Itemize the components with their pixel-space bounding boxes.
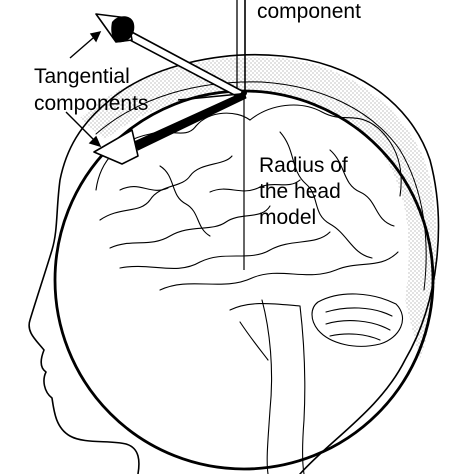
tangential-label-line-2: components [34, 92, 149, 115]
radius-label-line-1: Radius of [259, 154, 348, 177]
head-outline [28, 53, 440, 474]
tangential-arrow-upper [95, 13, 245, 99]
radial-component-label: component [257, 0, 361, 23]
radius-of-head-model-label: Radius of the head model [259, 153, 348, 231]
tangential-arrow-lower [93, 91, 247, 165]
radius-label-line-2: the head [259, 180, 341, 203]
tangential-components-label: Tangential components [34, 63, 148, 117]
brain-folds [95, 104, 403, 474]
dipole-origin [241, 90, 247, 96]
tangential-label-line-1: Tangential [34, 65, 130, 88]
skull-line [95, 81, 427, 291]
radius-label-line-3: model [259, 206, 317, 229]
label-pointers [65, 31, 241, 148]
